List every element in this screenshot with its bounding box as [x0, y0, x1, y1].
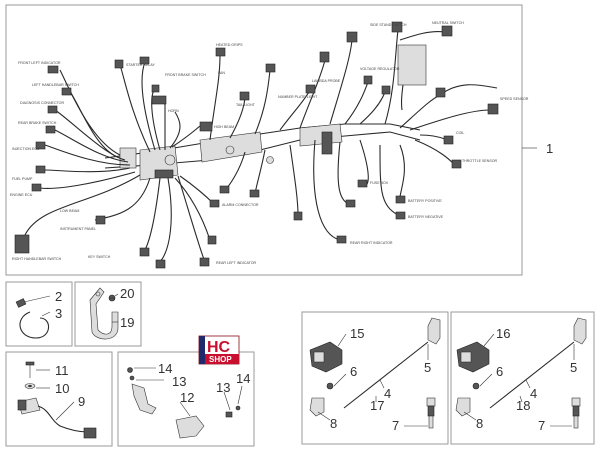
callout-2: 2	[55, 289, 62, 304]
callout-4-a: 4	[384, 386, 391, 401]
cable-clamp-drawing	[19, 311, 50, 339]
clamp-buckle	[15, 298, 27, 308]
callout-1: 1	[546, 141, 553, 156]
callout-19: 19	[120, 315, 134, 330]
clamp-panel: 2 3	[5, 281, 73, 347]
connector-label: REAR LEFT INDICATOR	[216, 261, 257, 265]
callout-20: 20	[120, 286, 134, 301]
callout-6-a: 6	[350, 364, 357, 379]
plug-cap-drawing	[489, 317, 587, 409]
connector-label: SPEED SENSOR	[500, 97, 529, 101]
callout-11: 11	[55, 363, 69, 378]
callout-18: 18	[516, 398, 530, 413]
callout-6-b: 6	[496, 364, 503, 379]
cable-guide-drawing	[131, 383, 157, 415]
connector-label: KEY SWITCH	[88, 255, 111, 259]
connector-label: VOLTAGE REGULATOR	[360, 67, 400, 71]
callout-15: 15	[350, 326, 364, 341]
connector-label: THROTTLE SENSOR	[462, 159, 498, 163]
connector-label: REAR BRAKE SWITCH	[18, 121, 57, 125]
harness-body	[104, 123, 421, 181]
connector-label: FUSE BOX	[370, 181, 389, 185]
hc-shop-logo: HC SHOP	[198, 335, 240, 365]
connector-label: HIGH BEAM	[214, 125, 234, 129]
connector-label: HEATED GRIPS	[216, 43, 243, 47]
connector-label: FUEL PUMP	[12, 177, 33, 181]
callout-17: 17	[370, 398, 384, 413]
callout-3: 3	[55, 306, 62, 321]
callout-8-a: 8	[330, 416, 337, 431]
bracket-panel: 20 19	[74, 281, 142, 347]
harness-bracket-drawing	[89, 287, 119, 340]
connector-label: FRONT LEFT INDICATOR	[18, 61, 61, 65]
screw-icon	[108, 294, 116, 302]
connector-label: INSTRUMENT PANEL	[60, 227, 96, 231]
callout-4-b: 4	[530, 386, 537, 401]
callout-13-left: 13	[172, 374, 186, 389]
boot-drawing	[309, 397, 325, 417]
connector-label: RIGHT HANDLEBAR SWITCH	[12, 257, 62, 261]
connector-label: BATTERY POSITIVE	[408, 199, 442, 203]
connector-label: COIL	[456, 131, 464, 135]
cable-holder-panel: 14 13 12 13 14	[117, 351, 255, 447]
connector-label: LAMBDA PROBE	[312, 79, 341, 83]
callout-5-a: 5	[424, 360, 431, 375]
connector-label: SIDE STAND SWITCH	[370, 23, 407, 27]
callout-10: 10	[55, 381, 69, 396]
connector-label: REAR RIGHT INDICATOR	[350, 241, 393, 245]
callout-8-b: 8	[476, 416, 483, 431]
coil-kit-a-panel: 15 6 5 4 17 8 7	[301, 311, 449, 445]
callout-5-b: 5	[570, 360, 577, 375]
connector-label-group: FRONT LEFT INDICATOR LEFT HANDLEBAR SWIT…	[10, 21, 529, 265]
connector-label: BATTERY NEGATIVE	[408, 215, 444, 219]
sensor-panel: 11 10 9	[5, 351, 113, 447]
callout-7-a: 7	[392, 418, 399, 433]
connector-label: ALARM CONNECTOR	[222, 203, 259, 207]
speed-sensor-drawing	[17, 397, 97, 439]
callout-7-b: 7	[538, 418, 545, 433]
connector-label: DIAGNOSIS CONNECTOR	[20, 101, 64, 105]
connector-label: LEFT HANDLEBAR SWITCH	[32, 83, 79, 87]
connector-label: ENGINE ECU	[10, 193, 33, 197]
connector-label: TAIL LIGHT	[236, 103, 256, 107]
callout-13-right: 13	[216, 380, 230, 395]
callout-16: 16	[496, 326, 510, 341]
ignition-coil-drawing	[456, 341, 490, 373]
grommet-icon	[472, 382, 480, 390]
connector-label: NUMBER PLATE LIGHT	[278, 95, 318, 99]
bolt-icon	[25, 361, 35, 378]
spark-plug-drawing	[571, 397, 581, 429]
main-harness-panel: 1	[5, 4, 553, 276]
coil-kit-b-panel: 16 6 5 4 18 8 7	[450, 311, 595, 445]
harness-branches-right	[209, 29, 498, 241]
spark-plug-drawing	[426, 397, 436, 429]
connector-label: STARTER RELAY	[126, 63, 156, 67]
grommet-icon	[326, 382, 334, 390]
nut-icon	[225, 405, 241, 418]
connector-label: NEUTRAL SWITCH	[432, 21, 464, 25]
connector-blocks	[14, 21, 499, 269]
connector-label: LOW BEAM	[60, 209, 79, 213]
connector-label: FAN	[218, 71, 225, 75]
plug-cap-drawing	[343, 317, 441, 409]
ignition-coil-drawing	[309, 341, 343, 373]
callout-14-right: 14	[236, 371, 250, 386]
connector-label: HORN	[168, 109, 179, 113]
boot-drawing	[455, 397, 471, 417]
callout-14-left: 14	[158, 361, 172, 376]
callout-9: 9	[78, 394, 85, 409]
harness-branches-left	[24, 61, 216, 263]
callout-12: 12	[180, 390, 194, 405]
connector-label: INJECTION ECU	[12, 147, 40, 151]
logo-line2: SHOP	[209, 355, 232, 364]
screw-icon	[127, 367, 135, 381]
washer-icon	[24, 383, 36, 389]
logo-line1: HC	[207, 339, 231, 356]
connector-label: FRONT BRAKE SWITCH	[165, 73, 206, 77]
